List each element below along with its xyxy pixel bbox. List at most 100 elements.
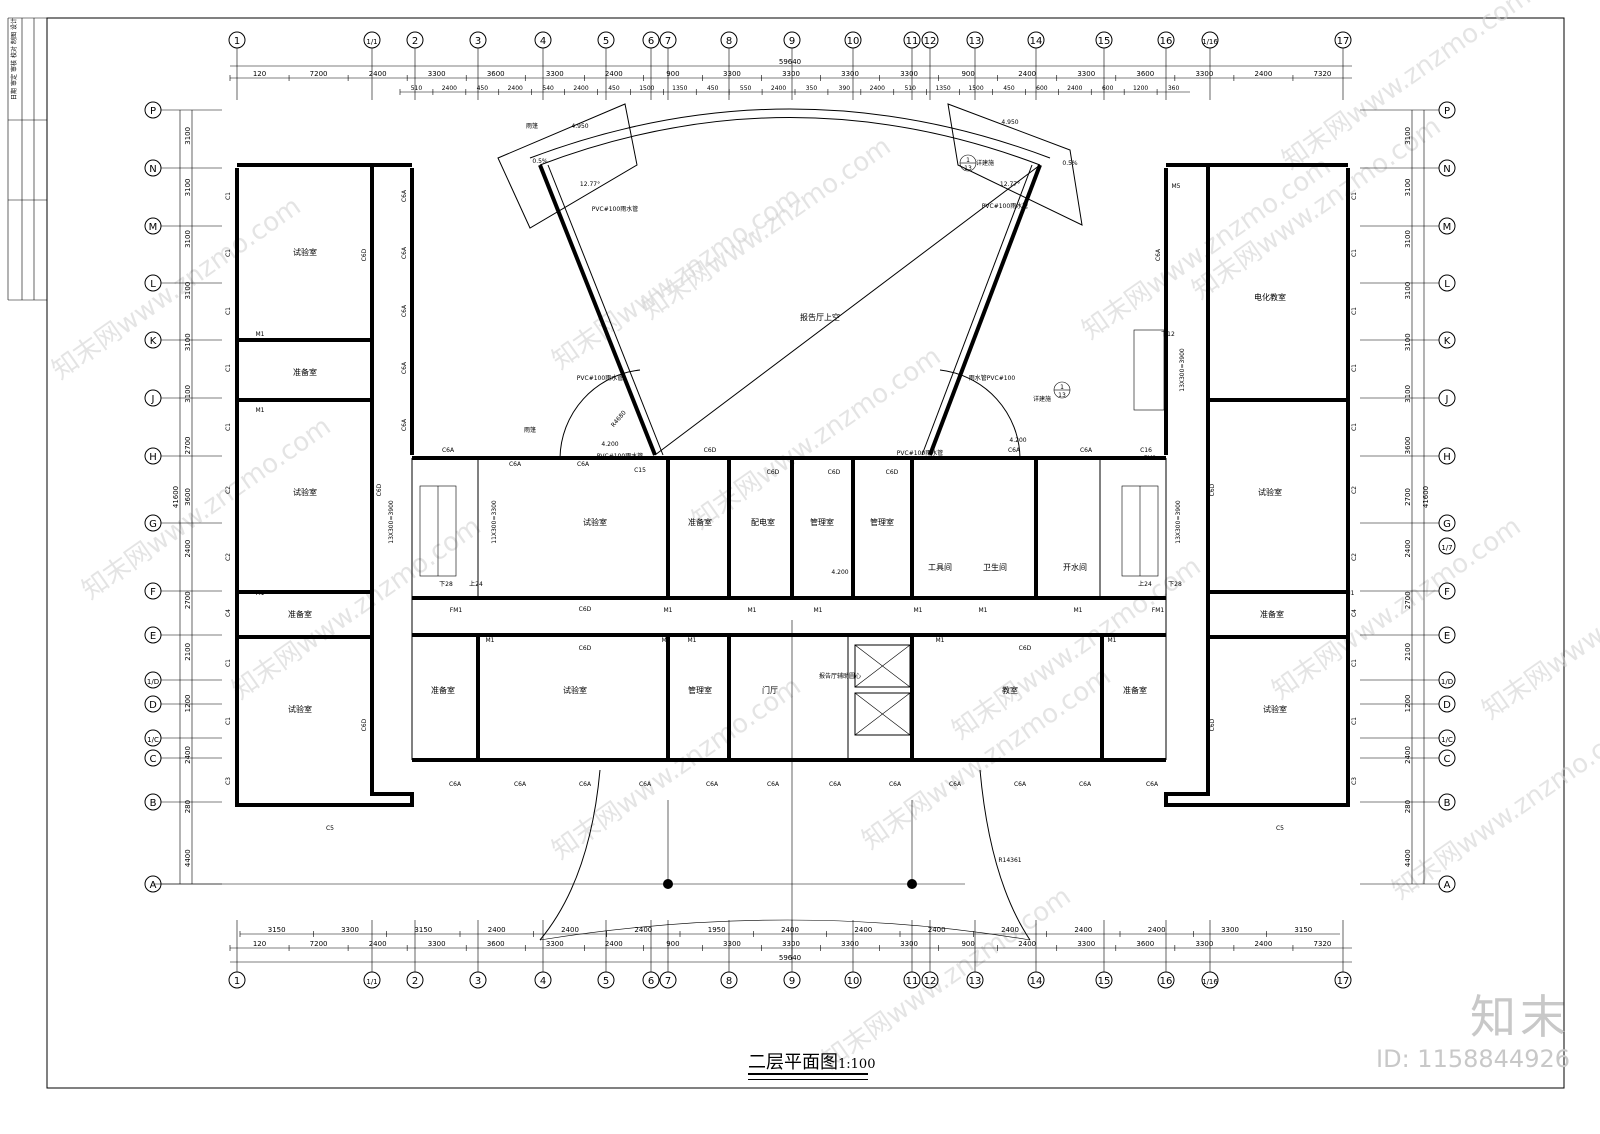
axis-label-row: E (150, 631, 156, 642)
axis-label-row: B (1444, 798, 1451, 809)
window-label: C6D (361, 718, 368, 731)
window-label: C3 (225, 777, 232, 785)
dimension-text: 1200 (1133, 85, 1148, 92)
annotation-text: C6A (706, 781, 719, 788)
dimension-text: 2400 (369, 940, 387, 948)
total-depth-dimension: 41600 (1422, 486, 1430, 508)
axis-label-row: P (1444, 106, 1450, 117)
brand-logo: 知末 (1470, 990, 1570, 1044)
axis-label-row: 1/C (1441, 736, 1453, 744)
axis-label-row: 1/C (147, 736, 159, 744)
room-label: 试验室 (563, 685, 587, 695)
annotation-text: C15 (634, 467, 646, 474)
room-label: 准备室 (1123, 685, 1147, 695)
dimension-text: 3300 (900, 940, 918, 948)
axis-label-col: 8 (726, 36, 732, 47)
dimension-text: 2400 (771, 85, 786, 92)
detail-reference-number: 1 (966, 157, 970, 164)
axis-label-col: 15 (1098, 36, 1111, 47)
axis-label-col: 1/16 (1202, 978, 1218, 986)
drawing-title-text: 二层平面图 (748, 1052, 838, 1073)
window-label: C6A (401, 418, 408, 431)
window-label: C2 (1351, 486, 1358, 494)
room-label: 教室 (1002, 685, 1018, 695)
annotation-text: 详建施 (1033, 395, 1051, 403)
axis-label-row: J (1445, 394, 1449, 405)
annotation-text: PVC#100雨水管 (897, 449, 943, 457)
dimension-text: 1350 (672, 85, 687, 92)
annotation-text: M1 (979, 607, 988, 614)
axis-label-col: 4 (540, 36, 546, 47)
annotation-text: 下28 (1168, 581, 1182, 588)
dimension-text: 2700 (1404, 591, 1412, 609)
room-label: 工具间 (928, 563, 952, 572)
axis-label-col: 16 (1160, 976, 1173, 987)
window-label: C1 (225, 249, 232, 257)
annotation-text: FM2 (1144, 455, 1157, 462)
room-label: 准备室 (1260, 609, 1284, 619)
detail-reference-sheet: 13 (1058, 392, 1066, 399)
annotation-text: 4.950 (1001, 119, 1018, 126)
dimension-text: 7200 (310, 70, 328, 78)
axis-label-row: G (149, 519, 157, 530)
dimension-text: 900 (961, 940, 974, 948)
axis-label-col: 11 (906, 976, 919, 987)
dimension-text: 3100 (1404, 385, 1412, 403)
window-label: C1 (225, 423, 232, 431)
annotation-text: M1 (1074, 607, 1083, 614)
window-label: C4 (1351, 609, 1358, 617)
annotation-text: R14361 (998, 857, 1021, 864)
annotation-text: 4.200 (831, 569, 848, 576)
dimension-text: 2400 (1255, 70, 1273, 78)
annotation-text: C6D (1019, 645, 1032, 652)
dimension-text: 2400 (1067, 85, 1082, 92)
dimension-text: 3600 (1136, 940, 1154, 948)
dimension-text: 2400 (870, 85, 885, 92)
axis-label-col: 2 (412, 36, 418, 47)
annotation-text: C6A (514, 781, 527, 788)
total-width-dimension: 59640 (779, 58, 801, 66)
dimension-text: 3300 (841, 70, 859, 78)
window-label: C2 (225, 486, 232, 494)
dimension-text: 3300 (546, 70, 564, 78)
annotation-text: C6D (886, 469, 899, 476)
axis-label-col: 5 (603, 36, 609, 47)
annotation-text: C6D (579, 606, 592, 613)
room-label: 试验室 (293, 247, 317, 257)
axis-label-row: F (1444, 587, 1450, 598)
annotation-text: 4.950 (571, 123, 588, 130)
total-width-dimension: 59640 (779, 954, 801, 962)
dimension-text: 3100 (1404, 230, 1412, 248)
annotation-text: FM1 (1152, 607, 1165, 614)
axis-label-col: 4 (540, 976, 546, 987)
dimension-text: 450 (477, 85, 489, 92)
window-label: C1 (225, 307, 232, 315)
annotation-text: C6A (577, 461, 590, 468)
window-label: C1 (1351, 192, 1358, 200)
dimension-text: 2400 (1074, 926, 1092, 934)
axis-label-row: L (1444, 279, 1450, 290)
axis-label-row: H (1443, 452, 1451, 463)
axis-label-row: K (1444, 336, 1451, 347)
axis-label-col: 13 (969, 36, 982, 47)
detail-reference-number: 1 (1060, 384, 1064, 391)
axis-label-col: 5 (603, 976, 609, 987)
titleblock-row: 日期 (10, 88, 18, 100)
watermark-text: 知末网www.znzmo.com (1387, 711, 1600, 905)
dimension-text: 3100 (1404, 282, 1412, 300)
annotation-text: M1 (1108, 637, 1117, 644)
annotation-text: M1 (814, 607, 823, 614)
axis-label-row: J (151, 394, 155, 405)
annotation-text: C6A (1014, 781, 1027, 788)
axis-label-col: 10 (847, 976, 860, 987)
dimension-text: 3300 (782, 70, 800, 78)
titleblock-row: 校对 (10, 46, 18, 58)
window-label: C1 (1351, 717, 1358, 725)
room-label: 门厅 (762, 685, 778, 695)
drawing-scale: 1:100 (838, 1057, 876, 1072)
dimension-text: 600 (1036, 85, 1048, 92)
brand-watermark: 知末 ID: 1158844926 (1330, 990, 1570, 1074)
annotation-text: C6A (889, 781, 902, 788)
